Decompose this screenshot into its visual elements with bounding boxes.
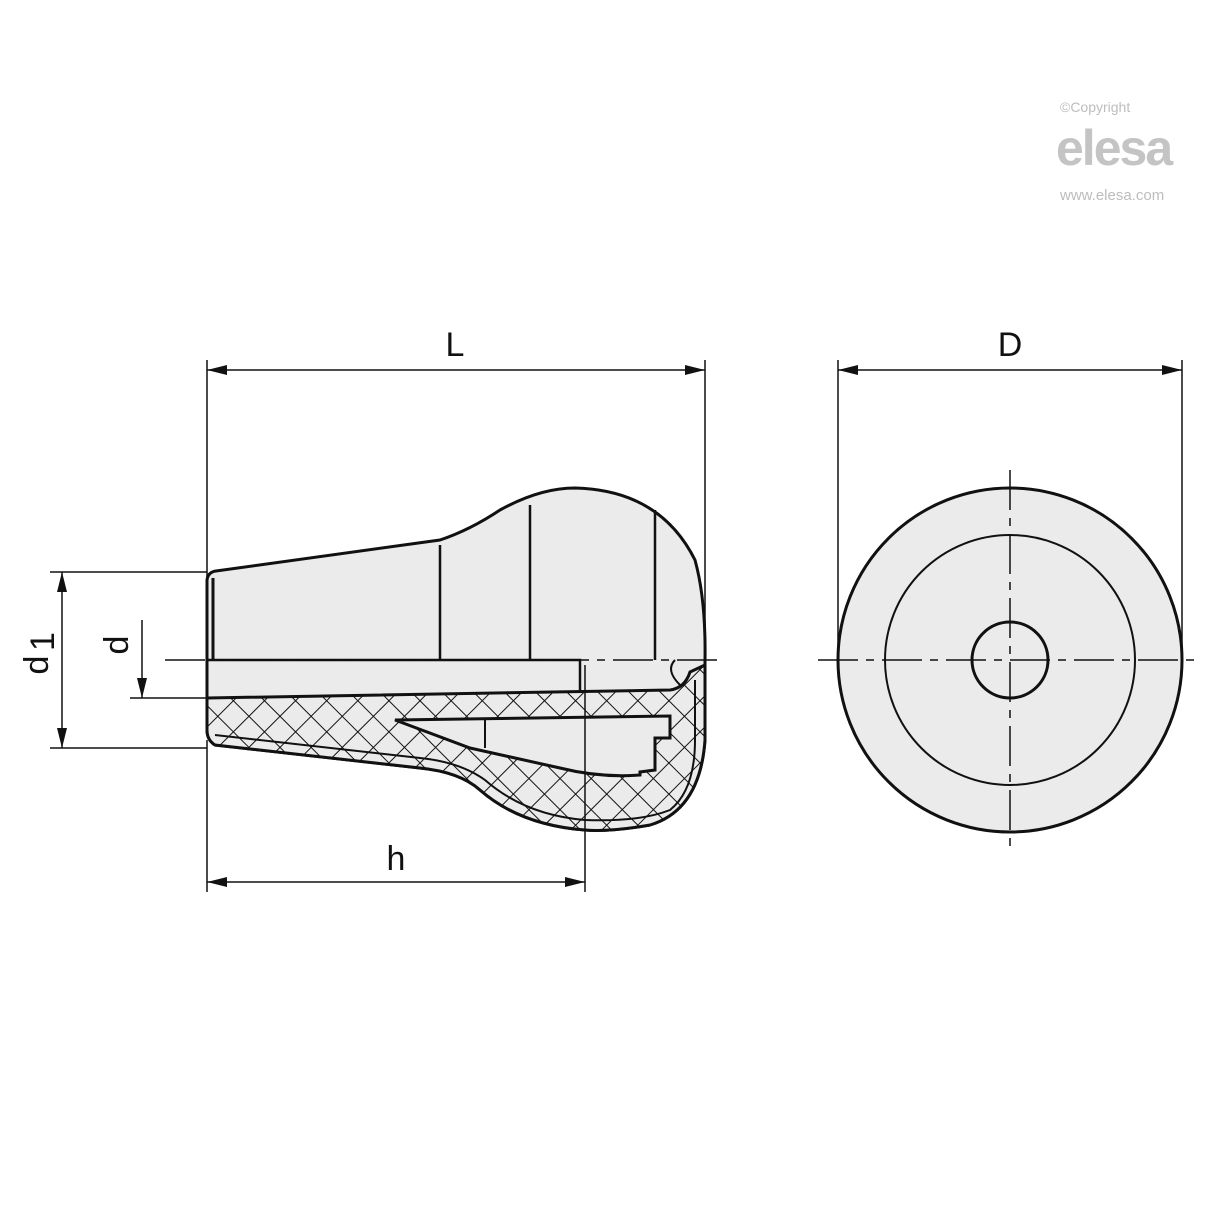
dim-d1-main: d <box>18 656 56 675</box>
side-view <box>165 486 725 832</box>
dim-d1-label: d 1 <box>18 632 62 674</box>
dim-h-label: h <box>387 840 406 878</box>
dim-d-text: d <box>98 636 136 655</box>
copyright-text: ©Copyright <box>1060 99 1130 115</box>
dim-d1-sub: 1 <box>24 632 62 651</box>
elesa-logo: ©Copyright elesa www.elesa.com <box>1056 99 1176 204</box>
insert-cavity <box>394 714 672 778</box>
brand-text: elesa <box>1056 120 1174 176</box>
dim-d-label: d <box>98 636 136 655</box>
dim-L-label: L <box>446 326 465 364</box>
website-text: www.elesa.com <box>1059 187 1164 204</box>
dimensions <box>50 360 1183 892</box>
dim-D-label: D <box>998 326 1023 364</box>
front-view <box>818 470 1200 850</box>
